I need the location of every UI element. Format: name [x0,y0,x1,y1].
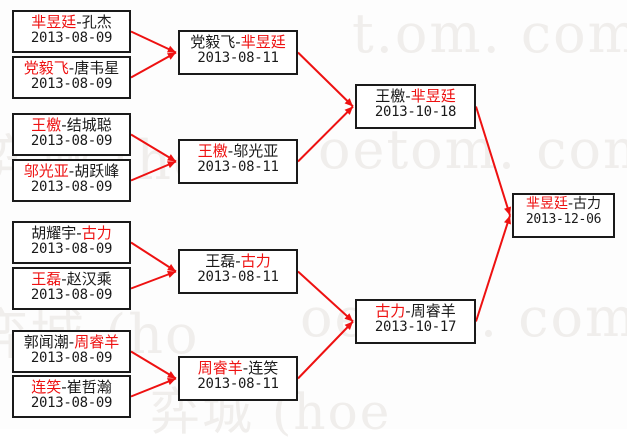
player-two: 连笑 [248,359,279,377]
player-separator: - [68,162,75,180]
player-one: 王檄 [375,87,406,105]
player-separator: - [227,142,234,160]
player-separator: - [68,333,75,351]
player-one: 王檄 [31,116,62,134]
player-two: 周睿羊 [74,333,120,351]
player-one: 连笑 [31,378,62,396]
match-players: 芈昱廷-古力 [514,196,613,212]
player-separator: - [61,378,67,396]
player-separator: - [235,33,241,51]
player-separator: - [567,196,574,212]
player-one: 邬光亚 [23,162,69,180]
match-date: 2013-08-09 [30,133,113,150]
player-one: 古力 [375,302,406,320]
player-separator: - [76,224,82,242]
player-two: 胡跃峰 [74,162,120,180]
match-players: 周睿羊-连笑 [180,360,296,376]
match-players: 连笑-崔哲瀚 [14,379,129,395]
player-one: 郭闻潮 [23,333,69,351]
match-date: 2013-08-09 [30,30,113,47]
match-players: 王檄-邬光亚 [180,143,296,159]
match-date: 2013-08-09 [30,179,113,196]
match-players: 王磊-古力 [180,253,296,269]
match-date: 2013-08-11 [197,159,279,176]
player-two: 古力 [240,252,271,270]
player-one: 党毅飞 [190,33,236,51]
match-players: 芈昱廷-孔杰 [14,14,129,30]
player-separator: - [76,13,82,31]
match-players: 邬光亚-胡跃峰 [14,163,129,179]
player-one: 党毅飞 [23,59,69,77]
player-separator: - [68,59,75,77]
player-two: 古力 [573,196,602,212]
player-two: 孔杰 [81,13,112,31]
match-date: 2013-10-17 [374,319,457,336]
player-two: 崔哲瀚 [66,378,112,396]
player-separator: - [242,359,249,377]
player-one: 周睿羊 [197,359,243,377]
match-players: 党毅飞-芈昱廷 [180,34,296,50]
match-players: 王檄-芈昱廷 [357,88,474,104]
player-two: 古力 [81,224,112,242]
player-two: 芈昱廷 [410,87,456,105]
match-date: 2013-08-09 [30,76,113,93]
player-two: 唐韦星 [74,59,120,77]
match-date: 2013-08-11 [197,50,279,67]
match-players: 郭闻潮-周睿羊 [14,334,129,350]
player-one: 王磊 [31,270,62,288]
player-one: 芈昱廷 [525,196,568,212]
player-one: 芈昱廷 [31,13,77,31]
match-date: 2013-10-18 [374,104,457,121]
match-players: 古力-周睿羊 [357,303,474,319]
match-players: 胡耀宇-古力 [14,225,129,241]
match-date: 2013-12-06 [525,212,602,228]
player-separator: - [61,116,67,134]
match-players: 王檄-结城聪 [14,117,129,133]
player-separator: - [61,270,67,288]
player-two: 赵汉乘 [66,270,112,288]
player-one: 王磊 [205,252,236,270]
player-two: 结城聪 [66,116,112,134]
player-one: 胡耀宇 [31,224,77,242]
player-separator: - [405,87,411,105]
player-two: 周睿羊 [410,302,456,320]
match-date: 2013-08-09 [30,350,113,367]
match-players: 王磊-赵汉乘 [14,271,129,287]
watermark-text: t.om. com) [352,2,627,65]
match-date: 2013-08-09 [30,395,113,412]
match-date: 2013-08-11 [197,376,279,393]
match-date: 2013-08-09 [30,241,113,258]
player-one: 王檄 [197,142,228,160]
match-players: 党毅飞-唐韦星 [14,60,129,76]
match-date: 2013-08-11 [197,269,279,286]
player-separator: - [405,302,411,320]
match-date: 2013-08-09 [30,287,113,304]
player-separator: - [235,252,241,270]
player-two: 邬光亚 [233,142,279,160]
player-two: 芈昱廷 [240,33,286,51]
